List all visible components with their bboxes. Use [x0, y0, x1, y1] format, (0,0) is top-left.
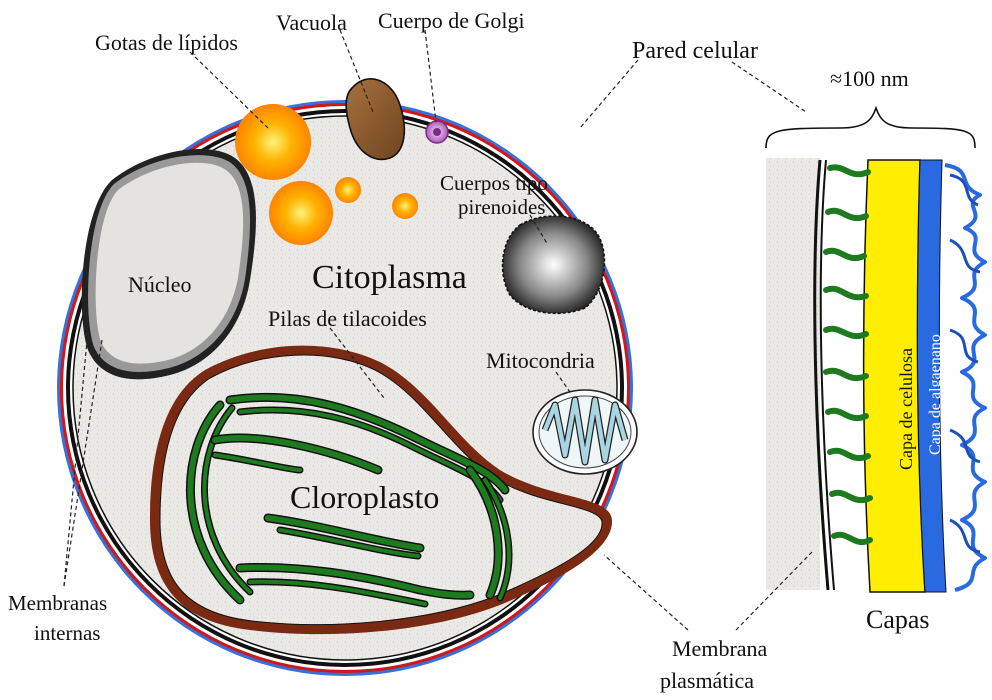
algaenan-fibres [945, 165, 985, 590]
pyrenoid-body [503, 216, 605, 313]
label-cell-wall: Pared celular [632, 38, 758, 64]
label-internal-membranes-1: Membranas [8, 591, 107, 615]
label-nucleus: Núcleo [128, 272, 192, 297]
lipid-drop [235, 104, 311, 180]
label-golgi: Cuerpo de Golgi [378, 8, 525, 33]
label-lipid-drops: Gotas de lípidos [95, 30, 238, 55]
label-layers: Capas [866, 605, 930, 634]
wall-cross-section [766, 108, 985, 592]
label-plasma-membrane-2: plasmática [660, 668, 754, 693]
label-mitochondria: Mitocondria [486, 348, 595, 373]
label-internal-membranes-2: internas [34, 621, 100, 645]
label-pyrenoid-2: pirenoides [458, 195, 545, 219]
label-thylakoids: Pilas de tilacoides [268, 306, 427, 331]
mitochondria [533, 390, 637, 474]
lipid-drop [335, 177, 361, 203]
label-cellulose-layer: Capa de celulosa [896, 348, 916, 470]
label-cytoplasm: Citoplasma [312, 259, 467, 296]
lipid-drop [269, 181, 333, 245]
thickness-brace [766, 108, 975, 148]
label-algaenan-layer: Capa de algaenano [927, 334, 944, 455]
label-pyrenoid-1: Cuerpos tipo [440, 171, 548, 195]
cytoplasm-strip [766, 158, 820, 590]
label-chloroplast: Cloroplasto [290, 479, 439, 515]
label-vacuole: Vacuola [276, 10, 347, 35]
lipid-drop [392, 193, 418, 219]
label-plasma-membrane-1: Membrana [672, 636, 768, 661]
label-wall-thickness: ≈100 nm [830, 66, 909, 91]
